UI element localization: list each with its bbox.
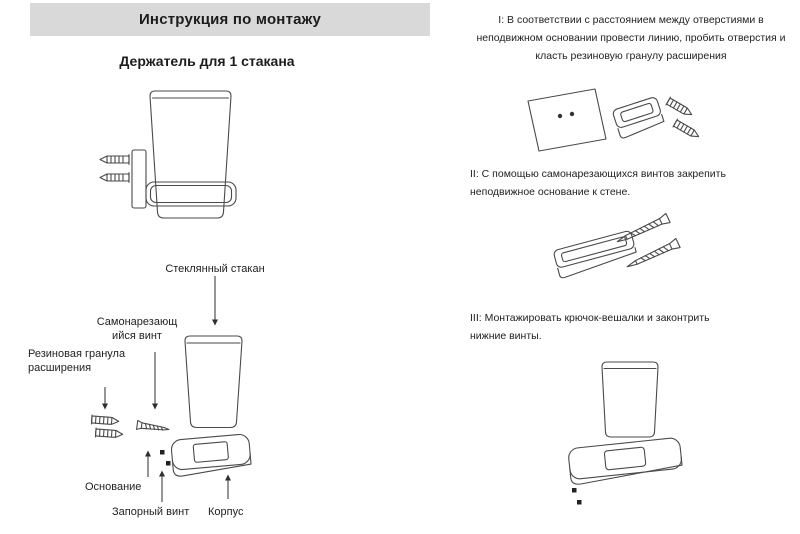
- holder-body-icon: [568, 437, 683, 485]
- holder-body-icon: [170, 433, 252, 477]
- label-body: Корпус: [208, 506, 244, 518]
- title-bar: Инструкция по монтажу: [30, 3, 430, 36]
- anchor-dowel-icon: [672, 118, 700, 138]
- self-tapping-screw-icon: [135, 419, 170, 431]
- holder-ring-icon: [145, 181, 237, 207]
- product-subtitle: Держатель для 1 стакана: [119, 53, 295, 69]
- wall-plate-icon: [131, 149, 147, 209]
- anchor-dowel-icon: [665, 96, 693, 116]
- exploded-view-drawing: [90, 276, 252, 502]
- step-2-drawing: [553, 212, 681, 279]
- label-base: Основание: [85, 481, 142, 493]
- label-rubber-granule: Резиновая гранула расширения: [28, 348, 126, 374]
- step-2-text: II: С помощью самонарезающихся винтов за…: [470, 168, 726, 198]
- screw-icon: [616, 212, 671, 243]
- step-1-drawing: [527, 88, 700, 152]
- wall-anchor-icon: [99, 153, 130, 166]
- marked-wall-plate-icon: [527, 88, 607, 152]
- label-lock-screw: Запорный винт: [112, 506, 190, 518]
- base-bracket-icon: [612, 97, 665, 139]
- step-3-drawing: [568, 361, 683, 505]
- callout-arrows: [102, 276, 231, 502]
- base-bracket-icon: [553, 230, 637, 279]
- glass-cup-icon: [184, 335, 243, 429]
- glass-cup-icon: [601, 361, 659, 438]
- anchor-dowel-icon: [94, 427, 124, 438]
- page-title: Инструкция по монтажу: [138, 11, 322, 28]
- label-glass-cup: Стеклянный стакан: [165, 263, 265, 275]
- anchor-dowel-icon: [90, 414, 120, 425]
- screw-icon: [626, 237, 681, 268]
- assembled-product-drawing: [99, 90, 237, 219]
- set-screw-dots-icon: [160, 450, 171, 466]
- step-1-text: I: В соответствии с расстоянием между от…: [476, 14, 786, 62]
- label-self-tapping-screw: Самонарезающийся винт: [96, 316, 178, 342]
- glass-cup-icon: [149, 90, 232, 219]
- set-screw-dots-icon: [572, 488, 582, 505]
- step-3-text: III: Монтажировать крючок-вешалки и зако…: [470, 312, 710, 342]
- wall-anchor-icon: [99, 171, 130, 184]
